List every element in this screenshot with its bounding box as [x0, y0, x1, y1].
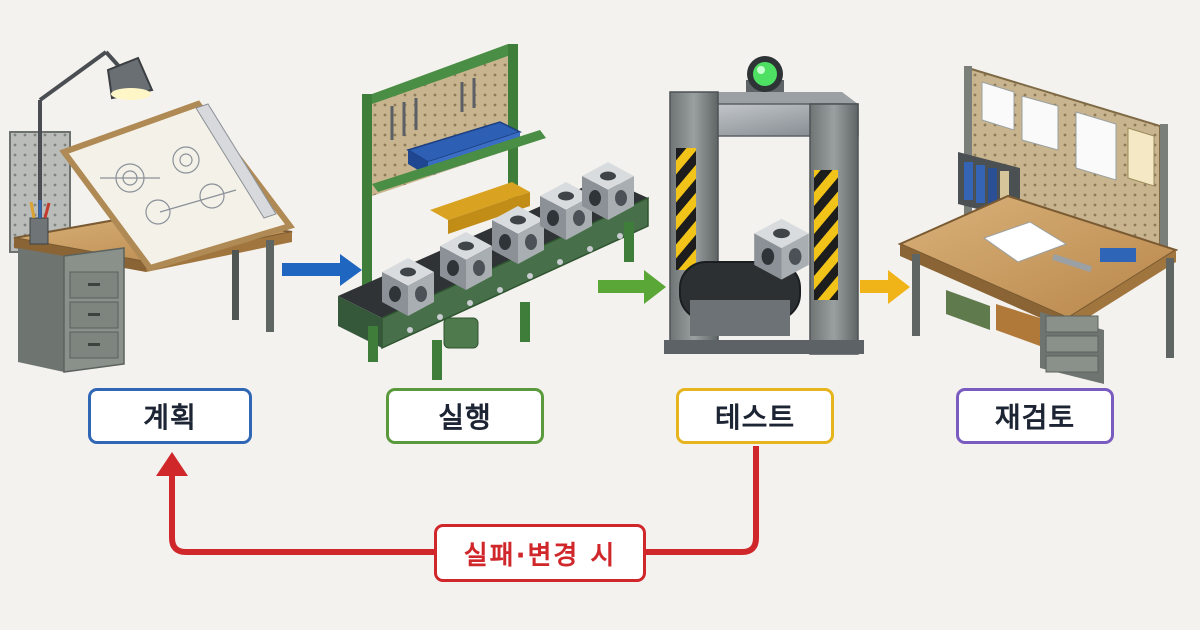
conveyor-assembly-icon	[338, 44, 649, 380]
flow-arrow-execute-to-test	[598, 270, 666, 304]
flow-arrow-plan-to-execute	[282, 254, 362, 286]
review-workbench-icon	[897, 66, 1179, 384]
stage-review-label: 재검토	[956, 388, 1114, 444]
stage-execute-label: 실행	[386, 388, 544, 444]
feedback-loop-arrow	[169, 446, 759, 555]
inspection-gate-icon	[664, 56, 864, 355]
feedback-loop-label: 실패·변경 시	[434, 524, 646, 582]
stage-test-label: 테스트	[676, 388, 834, 444]
drafting-desk-icon	[9, 50, 295, 373]
stage-plan-label: 계획	[88, 388, 252, 444]
feedback-loop-arrowhead	[156, 452, 188, 476]
flow-arrow-test-to-review	[860, 270, 910, 304]
